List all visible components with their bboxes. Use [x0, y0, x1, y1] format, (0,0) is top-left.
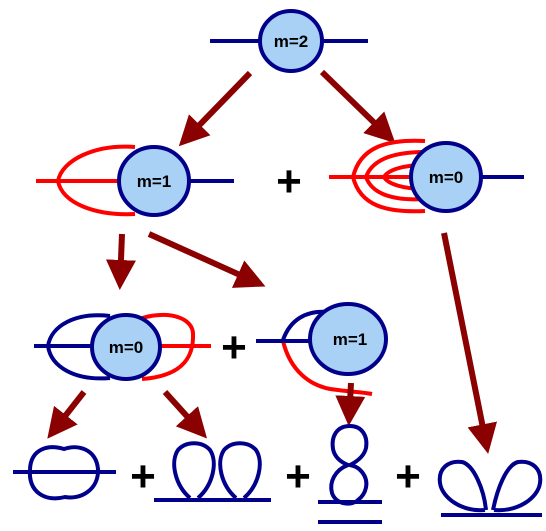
root-node: m=2 [210, 9, 368, 73]
bottom-mid-blob [308, 302, 388, 376]
plus-row1: + [276, 157, 302, 206]
bottom-mid-label: m=1 [333, 330, 368, 349]
final-bubble-outline [27, 445, 101, 501]
final-loop-right [218, 441, 262, 500]
final-bubble-diagram [13, 445, 116, 501]
arrow-bl-to-bubble [47, 390, 87, 439]
final-fig8-outline [329, 423, 369, 506]
final-two-loops-diagram [154, 441, 271, 502]
arrow-bl-to-two-loops [162, 389, 208, 439]
arrow-root-to-right [319, 69, 396, 144]
final-petals-diagram [437, 459, 543, 517]
right-blob [409, 141, 483, 213]
bottom-left-red-loop [141, 313, 196, 381]
root-label: m=2 [274, 32, 309, 51]
root-blob [258, 9, 324, 73]
arrow-left-to-bottom-left [105, 233, 136, 290]
final-loop-left [172, 441, 216, 500]
arrow-left-to-bottom-mid [147, 231, 266, 288]
bottom-left-label: m=0 [109, 338, 144, 357]
bottom-mid-node: m=1 [256, 302, 388, 396]
plus-row2: + [221, 323, 247, 372]
left-blob [117, 145, 191, 217]
plus-row3-a: + [130, 452, 156, 501]
arrow-root-to-left [178, 70, 253, 147]
right-label: m=0 [429, 168, 464, 187]
plus-row3-b: + [285, 452, 311, 501]
bottom-mid-red-loop [281, 340, 373, 396]
left-node: m=1 [36, 144, 234, 217]
left-label: m=1 [137, 172, 172, 191]
plus-row3-c: + [395, 452, 421, 501]
bottom-left-node: m=0 [34, 313, 211, 381]
arrow-bm-to-figure-eight [335, 382, 366, 426]
bottom-left-blob [90, 313, 162, 381]
final-petal-right [491, 459, 543, 513]
right-node: m=0 [329, 138, 524, 214]
final-figure-eight-diagram [318, 423, 382, 524]
final-petal-left [437, 459, 488, 513]
arrow-right-to-final [441, 232, 498, 454]
